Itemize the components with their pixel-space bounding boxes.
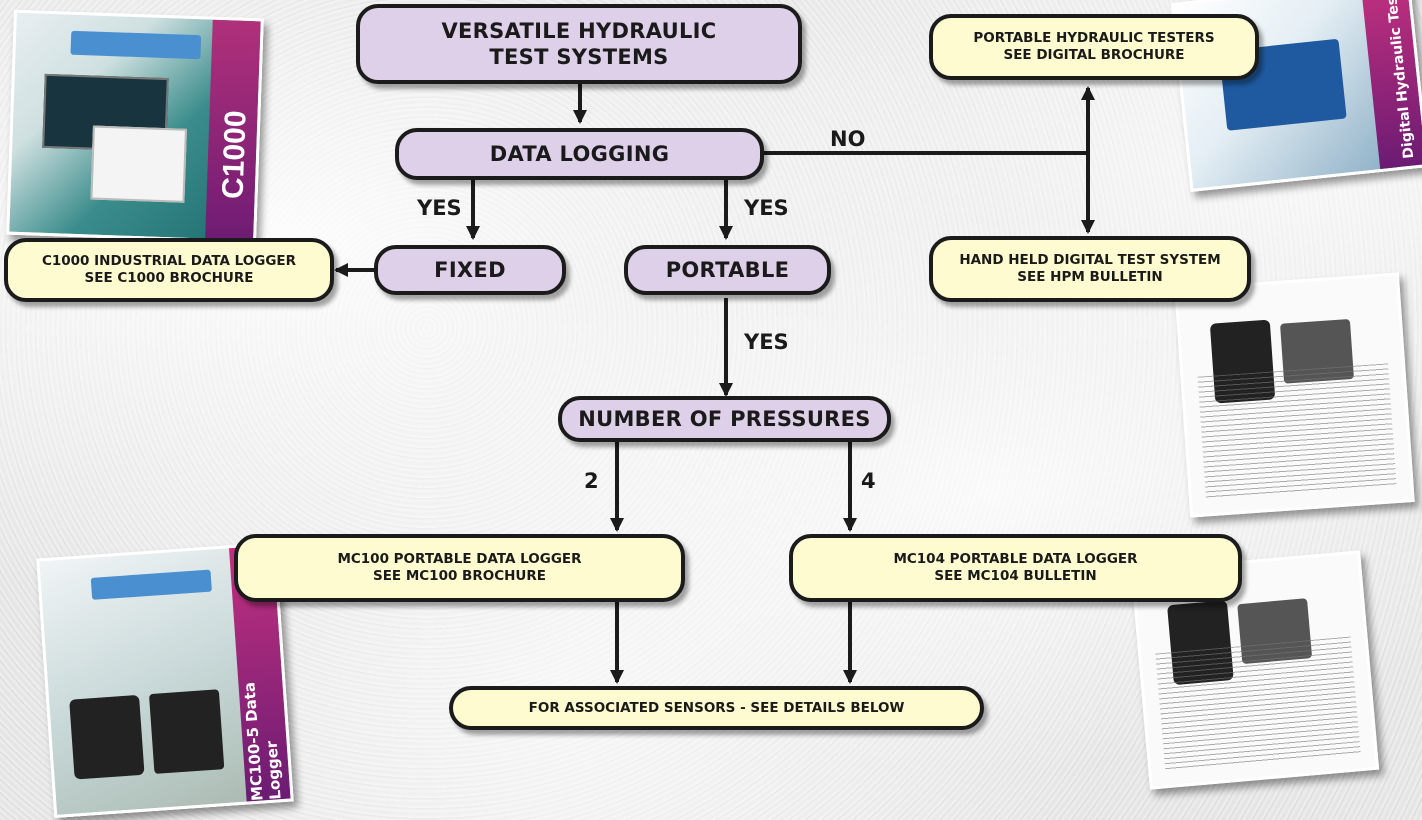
mc100-result-node: MC100 PORTABLE DATA LOGGER SEE MC100 BRO… (234, 534, 685, 602)
main-node-line-1: VERSATILE HYDRAULIC (441, 18, 717, 43)
fixed-label: FIXED (434, 257, 506, 282)
portable-testers-result-node: PORTABLE HYDRAULIC TESTERS SEE DIGITAL B… (929, 14, 1259, 80)
edge-label-four: 4 (861, 469, 876, 493)
hand-held-line-2: SEE HPM BULLETIN (1017, 269, 1163, 285)
main-node-line-2: TEST SYSTEMS (489, 45, 669, 69)
mc100-line-2: SEE MC100 BROCHURE (372, 568, 547, 584)
portable-testers-line-1: PORTABLE HYDRAULIC TESTERS (973, 30, 1215, 47)
c1000-result-node: C1000 INDUSTRIAL DATA LOGGER SEE C1000 B… (4, 238, 334, 302)
mc104-line-2: SEE MC104 BULLETIN (934, 568, 1097, 584)
mc104-result-node: MC104 PORTABLE DATA LOGGER SEE MC104 BUL… (789, 534, 1242, 602)
number-of-pressures-node: NUMBER OF PRESSURES (558, 396, 891, 442)
portable-testers-line-2: SEE DIGITAL BROCHURE (1003, 47, 1185, 63)
fixed-node: FIXED (374, 245, 566, 295)
mc100-line-1: MC100 PORTABLE DATA LOGGER (337, 551, 582, 568)
edge-label-yes-pressures: YES (744, 330, 789, 354)
portable-node: PORTABLE (624, 245, 831, 295)
edge-label-yes-portable: YES (744, 196, 789, 220)
sensors-result-node: FOR ASSOCIATED SENSORS - SEE DETAILS BEL… (449, 686, 984, 730)
edge-label-yes-fixed: YES (417, 196, 462, 220)
mc104-line-1: MC104 PORTABLE DATA LOGGER (893, 551, 1138, 568)
edge-label-two: 2 (584, 469, 599, 493)
hand-held-result-node: HAND HELD DIGITAL TEST SYSTEM SEE HPM BU… (929, 236, 1251, 302)
c1000-line-2: SEE C1000 BROCHURE (84, 270, 254, 286)
sensors-label: FOR ASSOCIATED SENSORS - SEE DETAILS BEL… (528, 699, 905, 716)
portable-label: PORTABLE (665, 257, 790, 282)
edge-label-no: NO (830, 127, 866, 151)
main-node: VERSATILE HYDRAULIC TEST SYSTEMS (356, 4, 802, 84)
c1000-line-1: C1000 INDUSTRIAL DATA LOGGER (41, 253, 297, 270)
number-of-pressures-label: NUMBER OF PRESSURES (578, 406, 871, 431)
data-logging-node: DATA LOGGING (395, 128, 764, 180)
data-logging-label: DATA LOGGING (489, 141, 670, 166)
hand-held-line-1: HAND HELD DIGITAL TEST SYSTEM (959, 252, 1221, 269)
